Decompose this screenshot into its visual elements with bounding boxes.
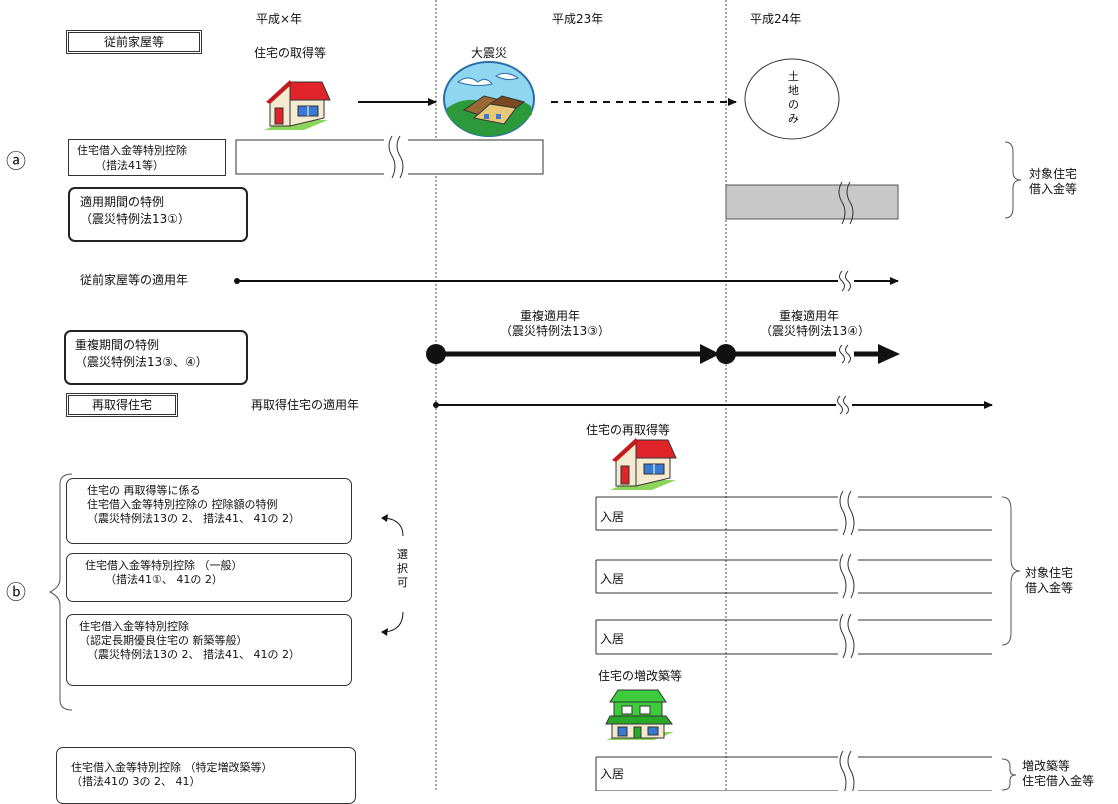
dup-year-2-title: 重複適用年 <box>779 309 840 323</box>
brace-a <box>1004 141 1022 219</box>
option-2-line-1: 住宅借入金等特別控除 （一般） <box>85 559 243 572</box>
loan-bar-a-break <box>384 138 408 176</box>
move-in-bar-1 <box>595 490 992 536</box>
renovation-label: 住宅の増改築等 <box>598 669 683 683</box>
option-3-line-1: 住宅借入金等特別控除 <box>79 620 189 633</box>
period-special-box: 適用期間の特例 （震災特例法13①） <box>68 187 248 242</box>
selectable-char-1: 選 <box>397 548 408 561</box>
period-special-bar <box>725 184 899 220</box>
loan-a-line-2: （措法41等） <box>95 159 164 172</box>
acquisition-label: 住宅の取得等 <box>254 46 327 60</box>
option-box-general: 住宅借入金等特別控除 （一般） （措法41①、 41の 2） <box>66 553 352 602</box>
earthquake-label: 大震災 <box>471 46 508 60</box>
earthquake-scene-icon <box>443 61 535 137</box>
target-loan-b-line-2: 借入金等 <box>1025 581 1074 595</box>
renov-target-line-2: 住宅借入金等 <box>1022 774 1095 788</box>
duplicate-special-box: 重複期間の特例 （震災特例法13③、④） <box>64 330 248 385</box>
dup-year-1-sub: （震災特例法13③） <box>500 324 611 338</box>
target-loan-a-line-2: 借入金等 <box>1029 182 1078 196</box>
circle-b-label: ⓑ <box>6 580 26 604</box>
option-box-long-life: 住宅借入金等特別控除 （認定長期優良住宅の 新築等般） （震災特例法13の 2、… <box>66 614 352 686</box>
reacquired-house-box: 再取得住宅 <box>66 393 178 417</box>
loan-deduction-box-a: 住宅借入金等特別控除 （措法41等） <box>68 139 226 176</box>
brace-b <box>1001 496 1021 646</box>
period-special-line-1: 適用期間の特例 <box>80 195 165 209</box>
loan-a-line-1: 住宅借入金等特別控除 <box>77 144 187 157</box>
option-3-line-3: （震災特例法13の 2、 措法41、 41の 2） <box>87 648 300 661</box>
move-in-label-1: 入居 <box>600 510 625 524</box>
land-only-circle <box>744 58 840 140</box>
reacquisition-label: 住宅の再取得等 <box>586 423 671 437</box>
option-box-reacquisition-special: 住宅の 再取得等に係る 住宅借入金等特別控除の 控除額の特例 （震災特例法13の… <box>66 478 352 544</box>
reacquired-house-label: 再取得住宅 <box>91 398 152 412</box>
previous-house-label: 従前家屋等 <box>103 35 164 49</box>
option-1-line-1: 住宅の 再取得等に係る <box>87 484 201 497</box>
year-x-label: 平成×年 <box>256 12 303 26</box>
move-in-bar-renovation <box>595 750 992 791</box>
option-3-line-2: （認定長期優良住宅の 新築等般） <box>79 634 248 647</box>
year-24-label: 平成24年 <box>750 12 802 26</box>
renov-target-line-1: 増改築等 <box>1022 759 1071 773</box>
renov-loan-line-1: 住宅借入金等特別控除 （特定増改築等） <box>71 761 273 774</box>
target-loan-a-line-1: 対象住宅 <box>1029 167 1078 181</box>
option-2-line-2: （措法41①、 41の 2） <box>105 573 223 586</box>
land-only-char-1: 土 <box>788 70 799 83</box>
move-in-bar-2 <box>595 553 992 599</box>
dup-year-1-title: 重複適用年 <box>520 309 581 323</box>
move-in-label-3: 入居 <box>600 632 625 646</box>
land-only-char-4: み <box>788 112 799 125</box>
option-1-line-3: （震災特例法13の 2、 措法41、 41の 2） <box>87 512 300 525</box>
land-only-char-3: の <box>788 98 799 111</box>
prev-apply-year-label: 従前家屋等の適用年 <box>80 273 189 287</box>
reacq-apply-year-label: 再取得住宅の適用年 <box>251 398 360 412</box>
land-only-char-2: 地 <box>788 84 799 97</box>
renov-loan-line-2: （措法41の 3の 2、 41） <box>71 775 201 788</box>
circle-a-label: ⓐ <box>6 149 26 173</box>
move-in-bar-3 <box>595 613 992 659</box>
renovated-house-icon <box>605 689 674 740</box>
house-icon <box>264 80 331 130</box>
move-in-label-renovation: 入居 <box>600 767 625 781</box>
move-in-label-2: 入居 <box>600 572 625 586</box>
dup-special-line-1: 重複期間の特例 <box>75 338 160 352</box>
period-special-line-2: （震災特例法13①） <box>80 212 191 226</box>
renovation-loan-box: 住宅借入金等特別控除 （特定増改築等） （措法41の 3の 2、 41） <box>56 747 356 804</box>
selectable-char-3: 可 <box>397 576 408 589</box>
bracket-b-left <box>48 473 73 711</box>
target-loan-b-line-1: 対象住宅 <box>1025 566 1074 580</box>
dup-year-2-sub: （震災特例法13④） <box>760 324 871 338</box>
year-23-label: 平成23年 <box>552 12 604 26</box>
house-icon-reacquisition <box>610 438 677 490</box>
option-1-line-2: 住宅借入金等特別控除の 控除額の特例 <box>87 498 278 511</box>
previous-house-box: 従前家屋等 <box>66 30 202 54</box>
selectable-char-2: 択 <box>397 562 408 575</box>
dup-special-line-2: （震災特例法13③、④） <box>75 355 208 369</box>
brace-renovation <box>1001 758 1017 791</box>
